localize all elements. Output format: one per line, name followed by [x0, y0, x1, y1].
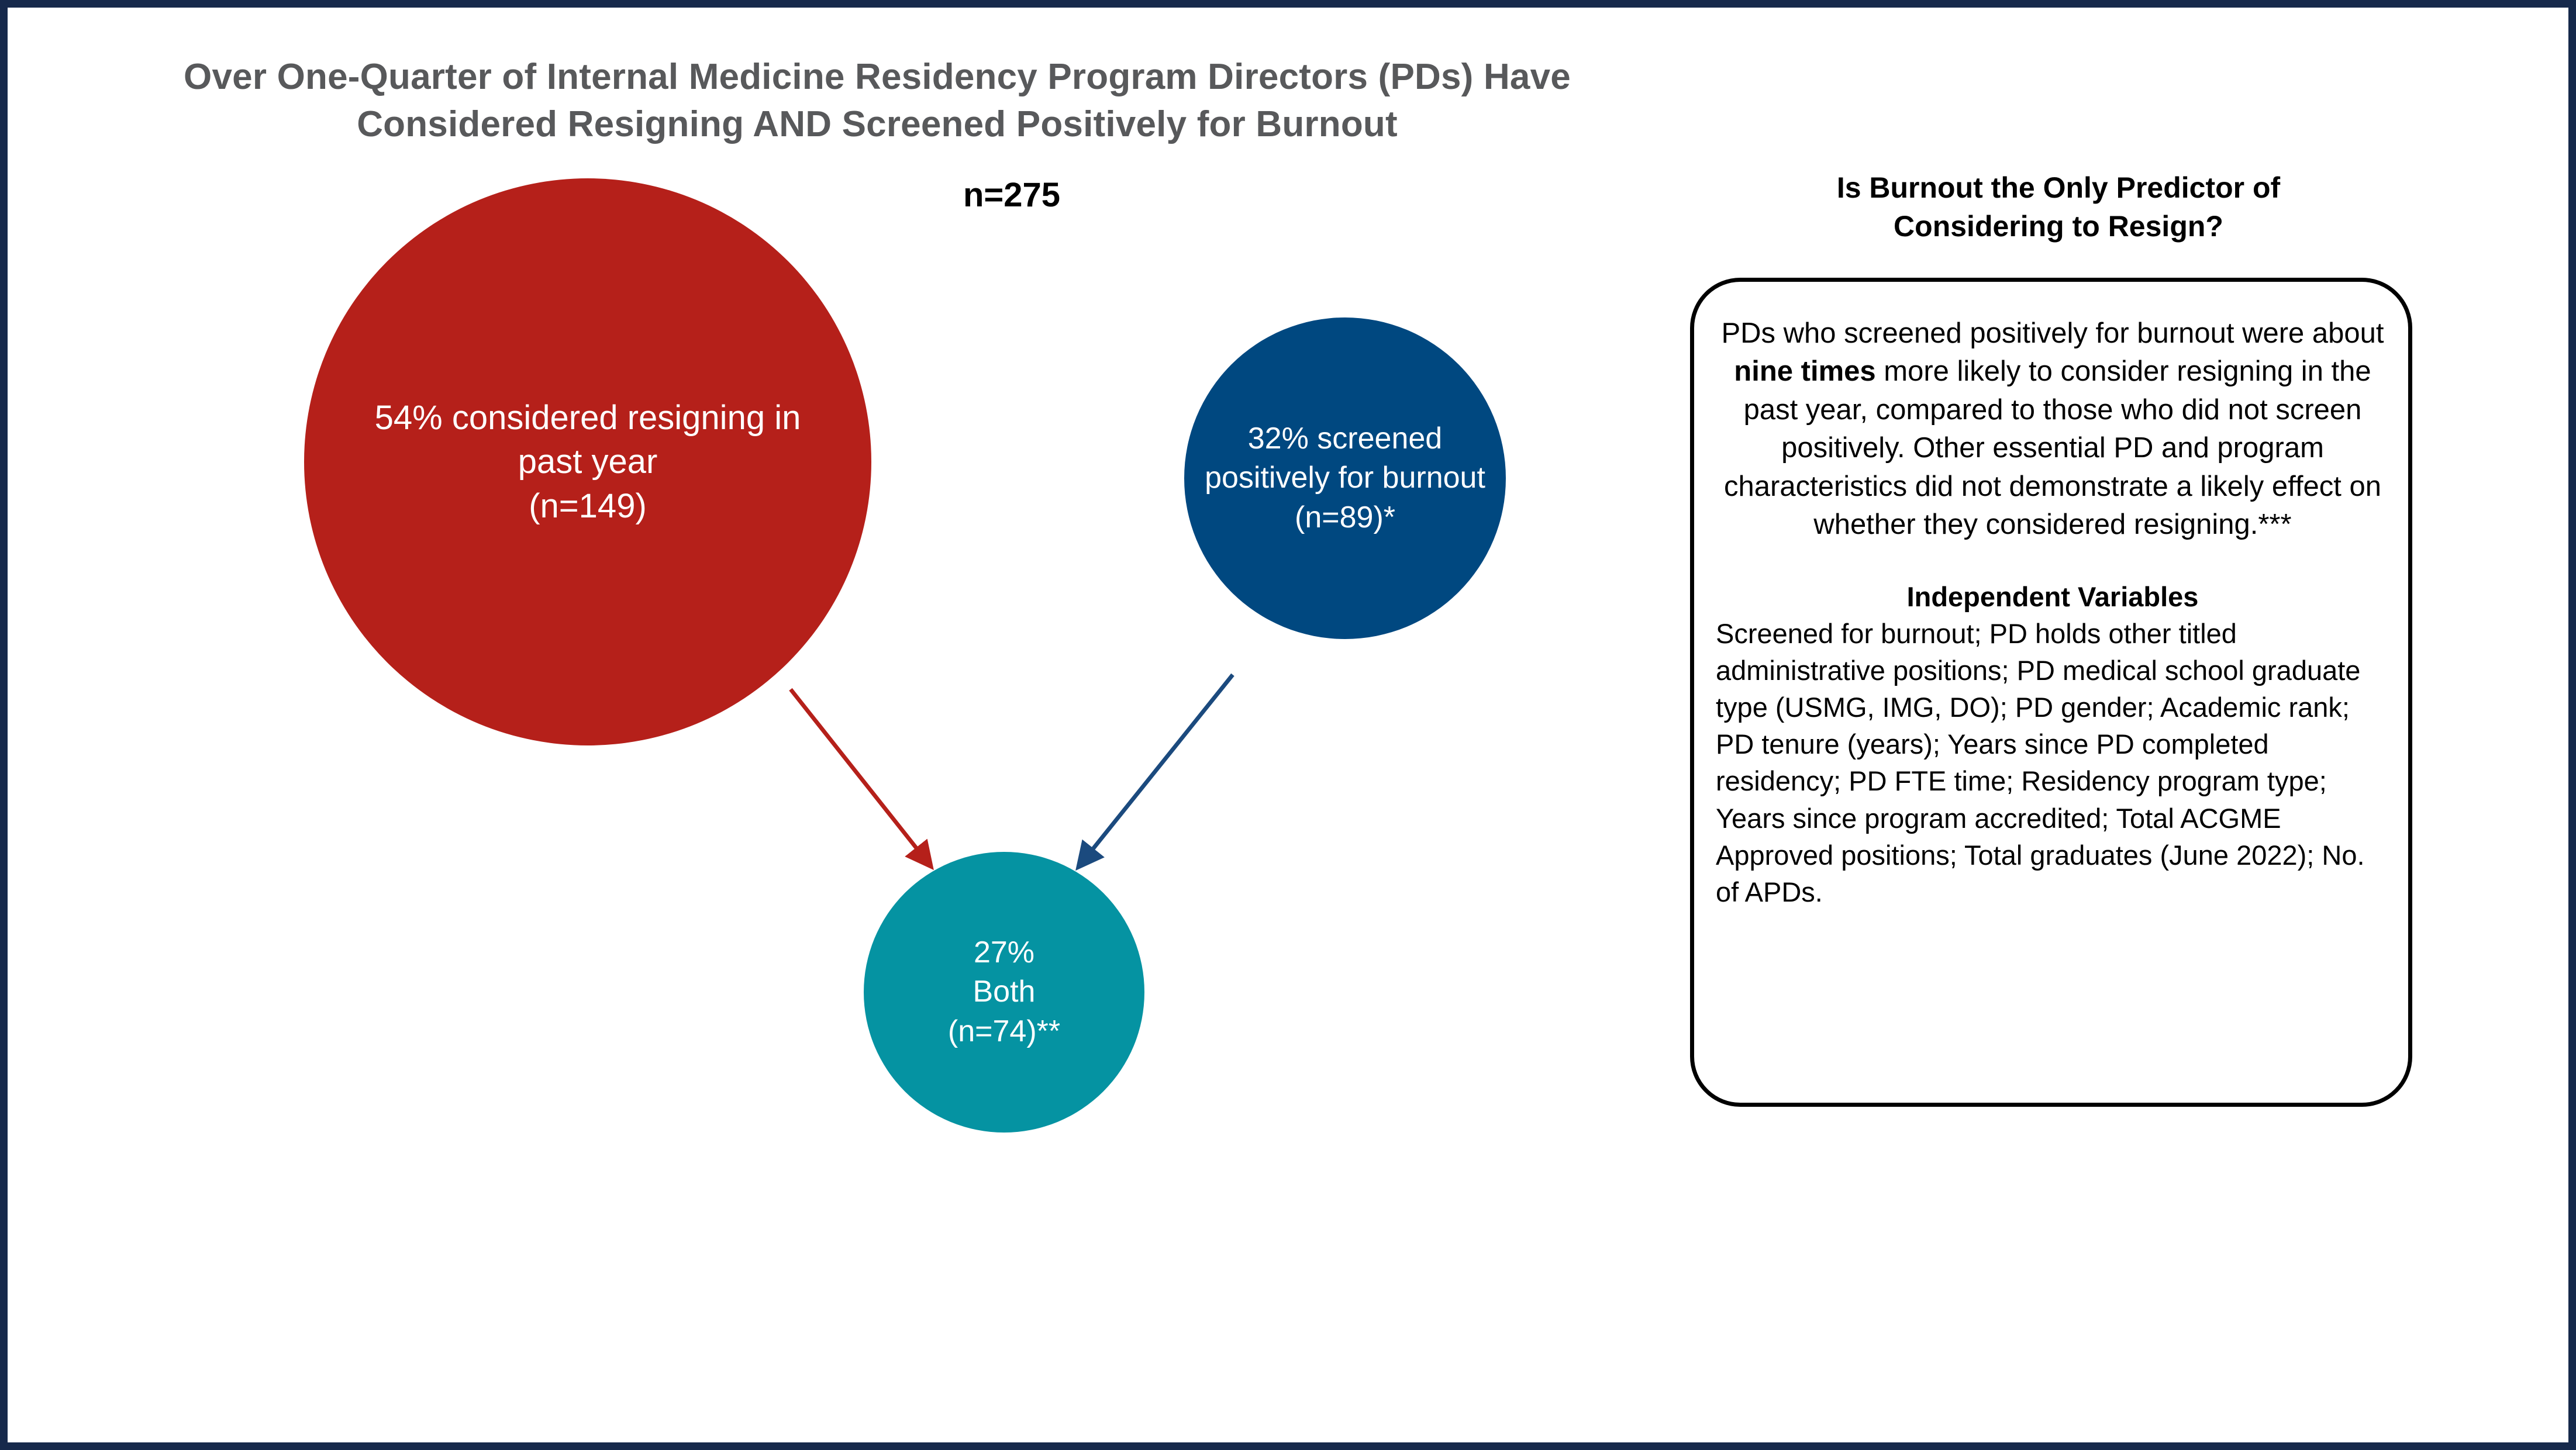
panel-heading-line-1: Is Burnout the Only Predictor of [1836, 171, 2281, 204]
bubble-resigning-line-1: 54% considered resigning in [374, 398, 801, 437]
arrow-resigning-to-both [789, 688, 934, 871]
bubble-both-text: 27% Both (n=74)** [939, 933, 1070, 1052]
bubble-both-line-2: Both [973, 975, 1036, 1009]
bubble-resigning-line-2: past year [518, 443, 658, 481]
bubble-burnout-text: 32% screened positively for burnout (n=8… [1195, 419, 1495, 538]
figure-title-line-2: Considered Resigning AND Screened Positi… [357, 103, 1398, 144]
bubble-burnout-line-1: 32% screened [1247, 421, 1443, 455]
bubble-both: 27% Both (n=74)** [864, 852, 1144, 1133]
figure-title-line-1: Over One-Quarter of Internal Medicine Re… [184, 57, 1571, 97]
independent-variables-text: Screened for burnout; PD holds other tit… [1716, 617, 2365, 907]
figure-title: Over One-Quarter of Internal Medicine Re… [175, 54, 1579, 148]
bubble-considered-resigning-text: 54% considered resigning in past year (n… [365, 396, 811, 528]
panel-paragraph: PDs who screened positively for burnout … [1713, 315, 2392, 544]
bubble-resigning-line-3: (n=149) [529, 486, 647, 525]
panel-heading-line-2: Considering to Resign? [1894, 210, 2223, 243]
bubble-screened-positively-burnout: 32% screened positively for burnout (n=8… [1184, 317, 1506, 639]
panel-paragraph-part-1: PDs who screened positively for burnout … [1721, 317, 2384, 349]
bubble-both-line-3: (n=74)** [947, 1014, 1061, 1048]
panel-heading: Is Burnout the Only Predictor of Conside… [1678, 168, 2439, 246]
bubble-burnout-line-2: positively for burnout [1205, 461, 1485, 495]
total-sample-size-label: n=275 [963, 176, 1061, 214]
bubble-both-line-1: 27% [973, 935, 1035, 969]
bubble-burnout-line-3: (n=89)* [1295, 500, 1395, 534]
panel-paragraph-part-2: more likely to consider resigning in the… [1724, 355, 2381, 541]
independent-variables-heading: Independent Variables [1906, 581, 2199, 613]
bubble-considered-resigning: 54% considered resigning in past year (n… [304, 178, 871, 745]
panel-paragraph-emphasis: nine times [1734, 355, 1876, 388]
panel-body: PDs who screened positively for burnout … [1713, 315, 2392, 910]
panel-rounded-box [1690, 278, 2412, 1107]
arrow-burnout-to-both [1075, 673, 1234, 871]
